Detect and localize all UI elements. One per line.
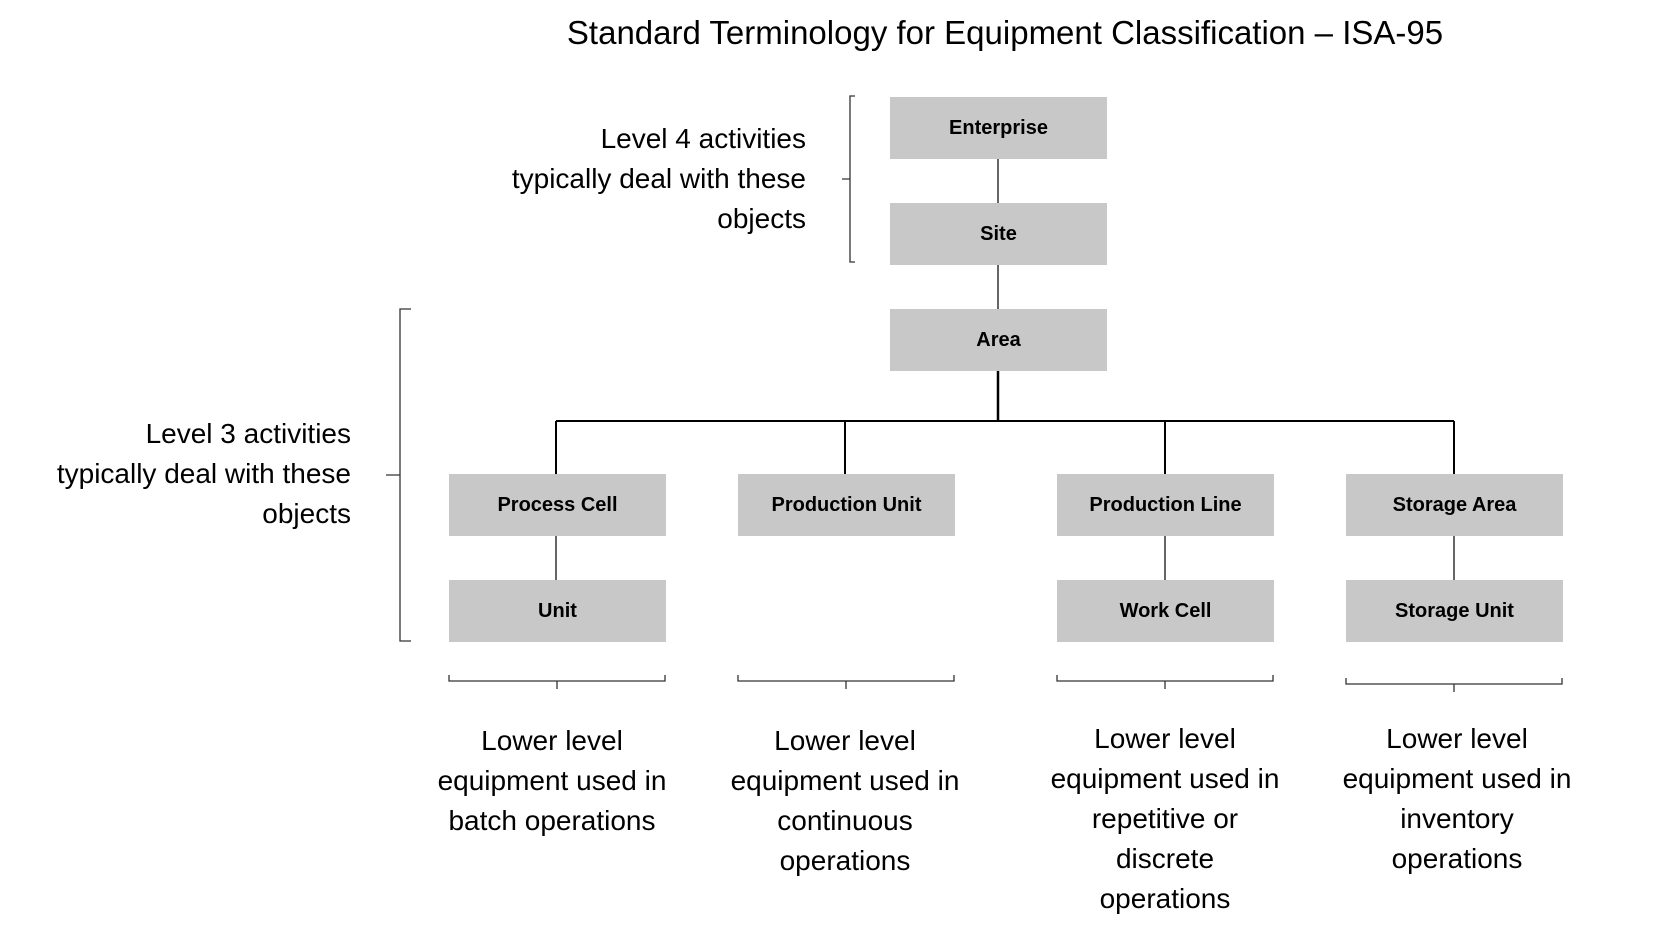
- discrete-description-line: operations: [1099, 883, 1231, 914]
- discrete-description-line: equipment used in: [1050, 763, 1280, 794]
- storage-unit-box: Storage Unit: [1346, 580, 1563, 642]
- continuous-description-line: operations: [779, 845, 911, 876]
- batch-description-line: Lower level: [481, 725, 623, 756]
- level4-bracket: [842, 95, 855, 263]
- level3-label-line1: Level 3 activities: [145, 418, 351, 449]
- inventory-bracket: [1345, 678, 1563, 692]
- batch-description-line: equipment used in: [437, 765, 667, 796]
- level3-label-line3: objects: [262, 498, 351, 529]
- inventory-description: Lower level equipment used in inventory …: [1317, 719, 1597, 879]
- discrete-description-line: Lower level: [1094, 723, 1236, 754]
- level4-label-line2: typically deal with these: [511, 163, 806, 194]
- inventory-description-line: equipment used in: [1342, 763, 1572, 794]
- storage-area-box: Storage Area: [1346, 474, 1563, 536]
- diagram-title: Standard Terminology for Equipment Class…: [566, 14, 1444, 51]
- unit-box: Unit: [449, 580, 666, 642]
- production-line-box: Production Line: [1057, 474, 1274, 536]
- continuous-bracket: [737, 675, 955, 689]
- inventory-description-line: inventory: [1400, 803, 1514, 834]
- discrete-description-line: repetitive or: [1091, 803, 1239, 834]
- area-box: Area: [890, 309, 1107, 371]
- production-unit-box: Production Unit: [738, 474, 955, 536]
- level3-label-line2: typically deal with these: [56, 458, 351, 489]
- discrete-description-line: discrete: [1115, 843, 1215, 874]
- level3-label: Level 3 activities typically deal with t…: [0, 414, 351, 534]
- site-box: Site: [890, 203, 1107, 265]
- continuous-description: Lower level equipment used in continuous…: [705, 721, 985, 881]
- level4-label-line3: objects: [717, 203, 806, 234]
- inventory-description-line: operations: [1391, 843, 1523, 874]
- batch-description-line: batch operations: [448, 805, 656, 836]
- continuous-description-line: equipment used in: [730, 765, 960, 796]
- level3-bracket: [386, 308, 411, 642]
- enterprise-box: Enterprise: [890, 97, 1107, 159]
- continuous-description-line: continuous: [777, 805, 913, 836]
- level4-label-line1: Level 4 activities: [600, 123, 806, 154]
- continuous-description-line: Lower level: [774, 725, 916, 756]
- discrete-description: Lower level equipment used in repetitive…: [1025, 719, 1305, 919]
- batch-description: Lower level equipment used in batch oper…: [412, 721, 692, 841]
- inventory-description-line: Lower level: [1386, 723, 1528, 754]
- discrete-bracket: [1056, 675, 1274, 689]
- level4-label: Level 4 activities typically deal with t…: [420, 119, 806, 239]
- work-cell-box: Work Cell: [1057, 580, 1274, 642]
- batch-bracket: [448, 675, 666, 689]
- process-cell-box: Process Cell: [449, 474, 666, 536]
